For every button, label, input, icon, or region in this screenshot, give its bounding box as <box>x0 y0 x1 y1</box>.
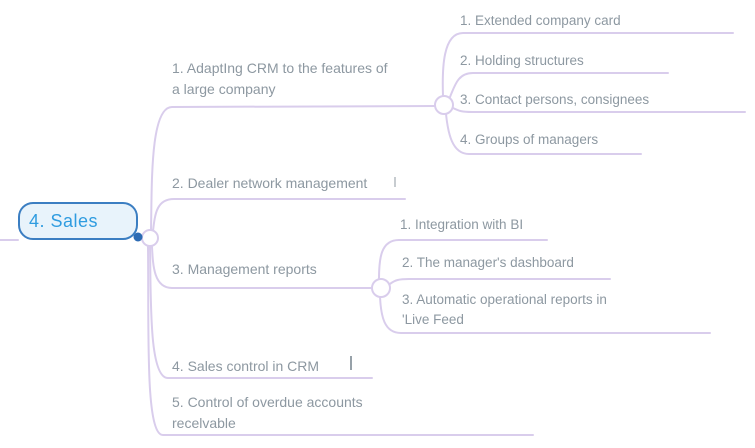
node-extended-company-card[interactable]: 1. Extended company card <box>460 11 621 31</box>
node-label-line: 1. Extended company card <box>460 13 621 28</box>
root-node-sales[interactable]: 4. Sales <box>18 202 138 240</box>
branch-line-1-3 <box>452 107 746 113</box>
node-groups-of-managers[interactable]: 4. Groups of managers <box>460 130 598 150</box>
node-automatic-reports[interactable]: 3. Automatic operational reports in 'Liv… <box>402 290 607 330</box>
branch-line-2 <box>152 198 406 232</box>
branch-line-1 <box>150 105 437 231</box>
node-management-reports[interactable]: 3. Management reports <box>172 259 317 280</box>
text-cursor-tick <box>394 177 396 187</box>
branch-line-1-4 <box>445 113 642 155</box>
branch-line-3-1 <box>378 239 548 280</box>
node-label-line: 4. Sales control in CRM <box>172 358 320 374</box>
branch-line-4 <box>149 246 373 379</box>
node-label-line: 5. Control of overdue accounts <box>172 394 363 410</box>
text-cursor <box>350 356 352 370</box>
node-label-line: 1. Integration with BI <box>400 217 524 232</box>
node-label-line: 2. The manager's dashboard <box>402 255 574 270</box>
branch-line-3-2 <box>389 278 611 285</box>
node-sales-control[interactable]: 4. Sales control in CRM <box>172 356 319 377</box>
node-integration-bi[interactable]: 1. Integration with BI <box>400 215 523 235</box>
node-label-line: recelvable <box>172 415 236 431</box>
branch-line-3-3 <box>379 296 711 334</box>
root-hub-circle[interactable] <box>141 229 159 247</box>
node-label-line: a large company <box>172 81 276 97</box>
branch-1-hub-circle[interactable] <box>434 95 454 115</box>
root-attachment-dot <box>133 232 143 242</box>
branch-line-3 <box>151 246 373 289</box>
node-managers-dashboard[interactable]: 2. The manager's dashboard <box>402 253 574 273</box>
node-label-line: 2. Holding structures <box>460 53 584 68</box>
branch-line-5 <box>147 246 534 436</box>
root-node-label: 4. Sales <box>29 210 99 231</box>
node-label-line: 'Live Feed <box>402 312 464 327</box>
node-contact-persons[interactable]: 3. Contact persons, consignees <box>460 90 649 110</box>
node-label-line: 2. Dealer network management <box>172 175 368 191</box>
node-label-line: 3. Contact persons, consignees <box>460 92 650 107</box>
node-label-line: 1. AdaptIng CRM to the features of <box>172 60 388 76</box>
branch-line-1-1 <box>441 32 734 97</box>
node-overdue-accounts[interactable]: 5. Control of overdue accounts recelvabl… <box>172 392 363 434</box>
branch-line-1-2 <box>449 72 669 98</box>
node-adapting-crm[interactable]: 1. AdaptIng CRM to the features of a lar… <box>172 58 388 100</box>
node-label-line: 3. Automatic operational reports in <box>402 292 607 307</box>
node-label-line: 4. Groups of managers <box>460 132 599 147</box>
node-label-line: 3. Management reports <box>172 261 317 277</box>
node-dealer-network[interactable]: 2. Dealer network management <box>172 173 367 194</box>
branch-3-hub-circle[interactable] <box>371 278 391 298</box>
node-holding-structures[interactable]: 2. Holding structures <box>460 51 584 71</box>
